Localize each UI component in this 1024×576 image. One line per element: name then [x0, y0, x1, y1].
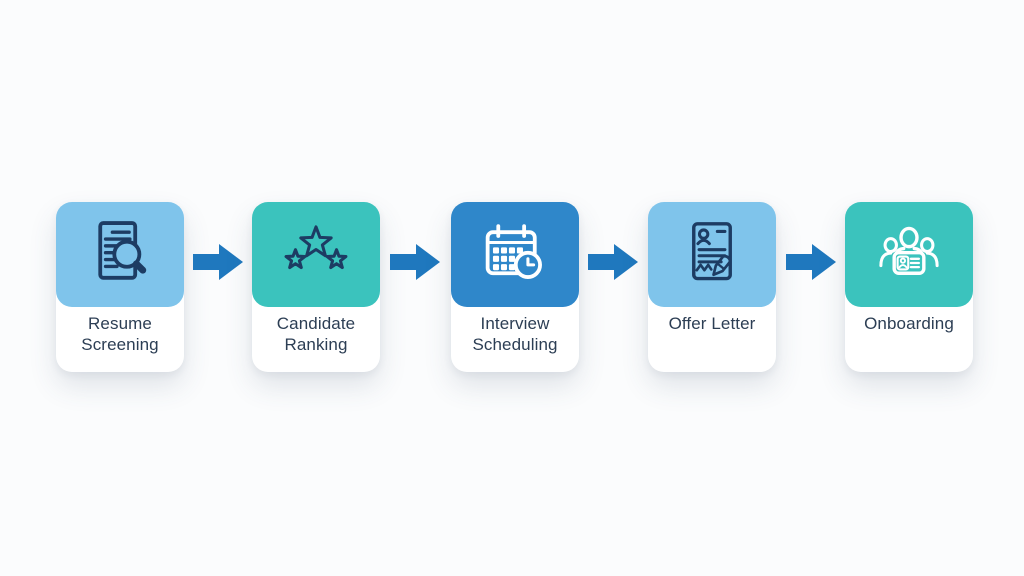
step-tile	[451, 202, 579, 307]
three-stars-icon	[284, 224, 348, 269]
flow-arrow-right-icon	[588, 244, 638, 280]
step-label: Offer Letter	[668, 314, 756, 333]
step-label: Interview Scheduling	[472, 314, 558, 354]
step-tile	[648, 202, 776, 307]
step-card-resume-screening: Resume Screening	[56, 202, 184, 372]
document-magnifier-icon	[98, 220, 147, 280]
step-card-candidate-ranking: Candidate Ranking	[252, 202, 380, 372]
signed-document-icon	[692, 221, 732, 280]
step-card-interview-scheduling: Interview Scheduling	[451, 202, 579, 372]
step-tile	[56, 202, 184, 307]
step-tile	[252, 202, 380, 307]
step-card-onboarding: Onboarding	[845, 202, 973, 372]
calendar-clock-icon	[485, 223, 542, 279]
flow-arrow-right-icon	[193, 244, 243, 280]
step-card-offer-letter: Offer Letter	[648, 202, 776, 372]
step-tile	[845, 202, 973, 307]
team-id-badge-icon	[879, 226, 939, 275]
flow-arrow-right-icon	[786, 244, 836, 280]
step-label: Candidate Ranking	[276, 314, 356, 354]
flow-arrow-right-icon	[390, 244, 440, 280]
step-label: Onboarding	[864, 314, 954, 333]
step-label: Resume Screening	[81, 314, 159, 354]
